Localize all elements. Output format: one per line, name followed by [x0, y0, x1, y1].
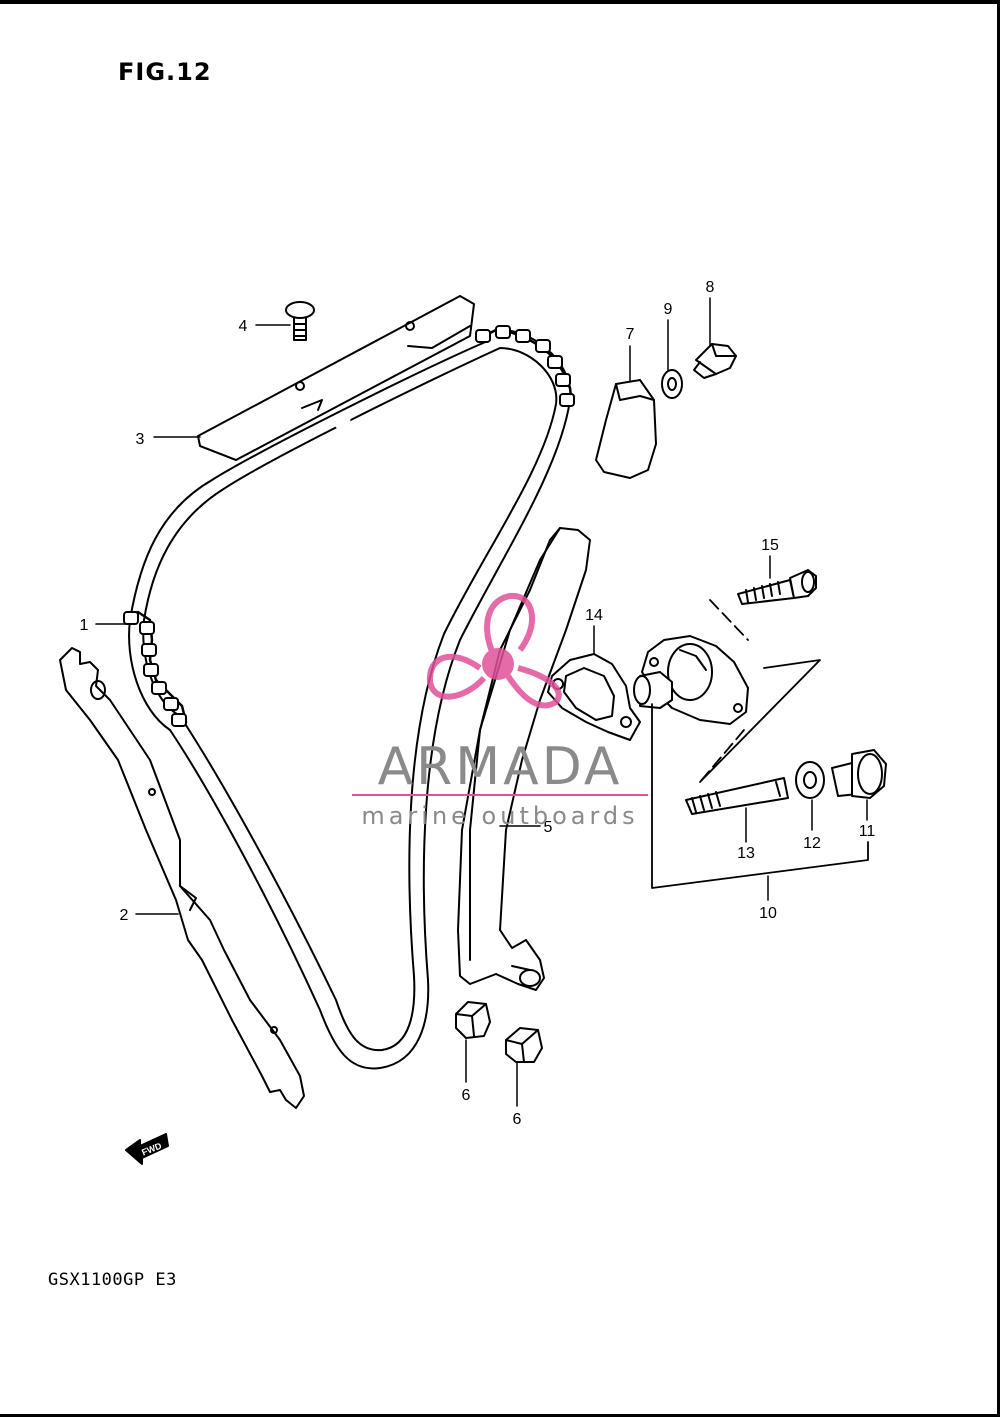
cam-chain	[123, 325, 575, 1070]
tensioner-mount-bolt	[737, 569, 817, 605]
armada-watermark: ARMADA marine outboards	[352, 592, 648, 830]
frame-border-bottom	[0, 1414, 1000, 1417]
top-chain-guide	[197, 295, 475, 461]
washer-small	[795, 761, 825, 799]
part-label-5: 5	[544, 819, 553, 836]
tensioner-spring	[685, 777, 789, 815]
part-label-12: 12	[803, 835, 821, 852]
part-label-7: 7	[626, 326, 635, 343]
figure-title: FIG.12	[118, 58, 212, 86]
tensioner-cap-bolt	[831, 749, 887, 799]
leader-lines	[95, 297, 868, 1107]
part-label-11: 11	[859, 823, 876, 840]
guide-cushion-left	[455, 1001, 491, 1039]
part-label-2: 2	[120, 907, 129, 924]
guide-bolt	[693, 343, 737, 379]
part-number-labels: 1 2 3 4 5 6 6 7 8 9 10 11 12 13 14 15	[80, 279, 876, 1128]
tensioner-gasket	[547, 653, 641, 741]
assembly-guide-lines	[651, 599, 869, 889]
chain-guide-pad	[595, 379, 657, 479]
part-label-14: 14	[585, 607, 603, 624]
part-label-4: 4	[239, 318, 248, 335]
part-label-6b: 6	[513, 1111, 522, 1128]
tensioner-body	[633, 635, 749, 725]
guide-cushion-right	[505, 1027, 543, 1063]
part-label-8: 8	[706, 279, 715, 296]
part-label-13: 13	[737, 845, 755, 862]
watermark-tagline: marine outboards	[361, 802, 638, 830]
part-label-15: 15	[761, 537, 779, 554]
part-label-1: 1	[80, 617, 89, 634]
frame-border-right	[997, 0, 1000, 1417]
part-label-10: 10	[759, 905, 777, 922]
watermark-brand: ARMADA	[378, 737, 623, 797]
washer	[661, 369, 683, 399]
part-label-9: 9	[664, 301, 673, 318]
fwd-label: FWD	[140, 1140, 163, 1157]
fwd-arrow-icon	[125, 1133, 169, 1165]
part-label-3: 3	[136, 431, 145, 448]
guide-screw	[285, 301, 315, 341]
model-code: GSX1100GP E3	[48, 1270, 177, 1290]
frame-border-top	[0, 0, 1000, 4]
propeller-logo-icon	[426, 592, 562, 709]
rear-chain-guide	[59, 647, 305, 1109]
part-label-6a: 6	[462, 1087, 471, 1104]
